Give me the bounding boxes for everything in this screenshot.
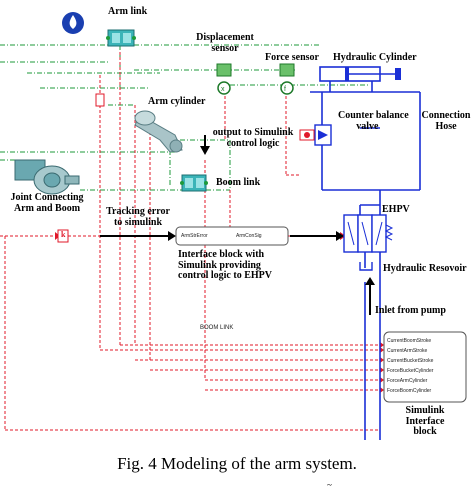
output-simulink-line1: output to Simulink [212,127,294,138]
boom-link-port-label: BOOM LINK [200,325,234,331]
hydraulic-cylinder-icon[interactable] [319,66,401,92]
joint-line1: Joint Connecting [10,192,84,203]
force-sensor-label: Force sensor [265,52,319,63]
arm-cylinder-label: Arm cylinder [148,96,206,107]
boom-link-label: Boom link [216,177,261,188]
hydraulic-cylinder-label: Hydraulic Cylinder [333,52,417,63]
joint-line2: Arm and Boom [13,202,81,214]
displacement-sensor-line2: sensor [211,42,239,54]
tracking-line1: Tracking error [106,206,170,217]
counter-balance-label: Counter balance valve [338,110,409,132]
output-simulink-label: output to Simulink control logic [205,127,301,149]
counter-balance-valve-icon[interactable] [299,124,332,146]
svg-text:x: x [221,86,225,93]
displacement-sensor-line1: Displacement [196,32,254,43]
arm-cylinder-icon[interactable] [134,110,183,153]
control-arrowheads [168,146,375,285]
physical-connections [0,44,368,191]
tracking-line2: to simulink [113,216,163,228]
force-sensor-icon[interactable]: f [279,63,295,95]
interface-block-label: Interface block with Simulink providing … [178,249,272,282]
simulink-port-4: ForceArmCylinder [387,378,428,384]
arm-link-block[interactable] [106,29,136,47]
joint-icon[interactable] [14,159,80,195]
simulink-interface-label: Simulink Interface block [386,405,464,438]
control-lines [100,135,371,315]
figure-caption: Fig. 4 Modeling of the arm system. [117,454,357,473]
boom-link-block[interactable] [180,174,208,192]
counter-balance-line1: Counter balance [338,110,409,121]
interface-line2: Simulink providing [178,259,261,271]
simulink-port-3: ForceBucketCylinder [387,368,434,374]
simulink-port-5: ForceBoomCylinder [387,388,432,394]
joint-label: Joint Connecting Arm and Boom [2,192,92,214]
simulink-interface-line2: Interface [405,415,445,427]
connection-hose-label: Connection Hose [418,110,474,132]
gain-block[interactable] [57,229,69,243]
interface-port-in: ArmStrError [181,233,208,239]
output-simulink-line2: control logic [226,137,280,149]
simulink-port-0: CurrentBoomStroke [387,338,432,344]
svg-text:f: f [284,86,286,93]
fluid-drop-icon[interactable] [62,12,84,34]
simulink-interface-line1: Simulink [405,405,445,416]
connection-hose-line1: Connection [421,110,471,121]
simulink-interface-line3: block [413,426,437,437]
interface-line3: control logic to EHPV [178,270,272,281]
interface-block[interactable] [175,226,289,246]
simulink-port-1: CurrentArmStroke [387,348,428,354]
ehpv-valve-icon[interactable] [343,214,394,253]
connection-hose-line2: Hose [435,120,457,132]
gain-block-label: k [61,230,66,239]
arm-link-label: Arm link [108,6,148,17]
hydraulic-resovoir-label: Hydraulic Resovoir [383,263,467,274]
counter-balance-line2: valve [356,120,379,132]
tracking-error-label: Tracking error to simulink [100,206,176,228]
ehpv-label: EHPV [382,204,410,215]
inlet-pump-label: Inlet from pump [375,305,446,316]
interface-line1: Interface block with [178,249,265,260]
displacement-sensor-label: Displacement sensor [190,32,260,54]
interface-port-out: ArmConSig [236,233,262,239]
hydraulic-reservoir-icon[interactable] [359,262,373,271]
signal-node [95,93,105,107]
simulink-interface-block[interactable] [383,331,467,403]
simulink-port-2: CurrentBucketStroke [387,358,434,364]
simulink-port-list: CurrentBoomStroke CurrentArmStroke Curre… [387,336,465,396]
displacement-sensor-icon[interactable]: x [216,63,232,95]
footer-mark: ~ [327,480,332,490]
